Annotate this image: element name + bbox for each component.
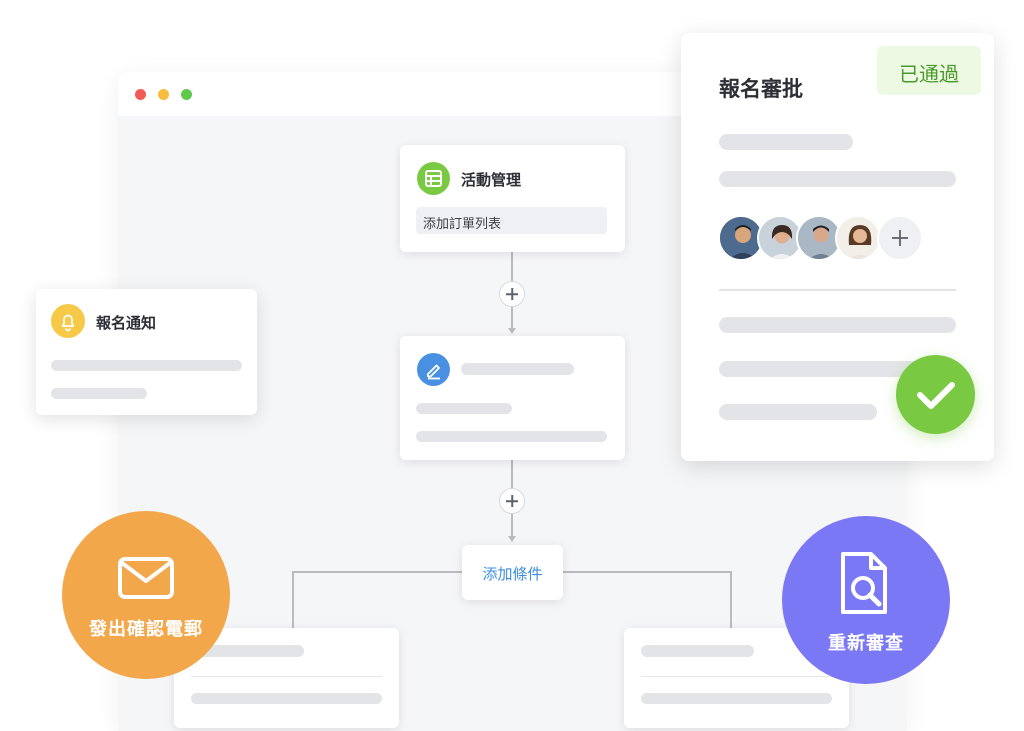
- divider: [191, 676, 382, 677]
- placeholder-line: [191, 645, 304, 657]
- envelope-icon: [117, 556, 175, 605]
- re-review-button[interactable]: 重新審查: [782, 516, 950, 684]
- window-maximize-dot[interactable]: [181, 89, 192, 100]
- connector-line: [511, 307, 513, 329]
- placeholder-line: [51, 360, 242, 371]
- branch-node-right[interactable]: [624, 628, 849, 728]
- window-close-dot[interactable]: [135, 89, 146, 100]
- node-subtitle: 添加訂單列表: [423, 217, 502, 232]
- connector-line: [511, 252, 513, 282]
- send-email-label: 發出確認電郵: [89, 618, 203, 640]
- workflow-node-edit[interactable]: [400, 336, 625, 460]
- bell-icon: [51, 304, 85, 338]
- approval-title: 報名審批: [719, 77, 803, 101]
- status-badge-label: 已通過: [899, 62, 959, 86]
- placeholder-line: [641, 693, 832, 704]
- placeholder-line: [641, 645, 754, 657]
- add-step-button[interactable]: [499, 488, 525, 514]
- placeholder-line: [416, 403, 512, 414]
- add-condition-label: 添加條件: [482, 565, 543, 583]
- connector-line: [511, 460, 513, 489]
- approved-check-icon: [896, 355, 975, 434]
- connector-arrow: [508, 536, 516, 542]
- avatar[interactable]: [718, 215, 764, 261]
- divider: [641, 676, 832, 677]
- table-icon: [417, 162, 450, 195]
- placeholder-line: [461, 363, 574, 375]
- add-condition-button[interactable]: 添加條件: [462, 545, 563, 600]
- add-member-button[interactable]: [877, 215, 923, 261]
- avatar[interactable]: [757, 215, 803, 261]
- placeholder-line: [719, 361, 956, 377]
- placeholder-line: [191, 693, 382, 704]
- avatar[interactable]: [835, 215, 881, 261]
- branch-line-right: [730, 571, 732, 629]
- placeholder-line: [51, 388, 147, 399]
- notification-card[interactable]: 報名通知: [36, 289, 257, 415]
- placeholder-line: [719, 171, 956, 187]
- divider: [719, 289, 956, 291]
- placeholder-line: [719, 317, 956, 333]
- pencil-icon: [417, 353, 450, 386]
- placeholder-line: [416, 431, 607, 442]
- branch-line-left: [292, 571, 462, 573]
- branch-line-right: [563, 571, 731, 573]
- branch-line-left: [292, 571, 294, 629]
- connector-arrow: [508, 328, 516, 334]
- window-minimize-dot[interactable]: [158, 89, 169, 100]
- node-subtitle-box: 添加訂單列表: [416, 207, 607, 234]
- document-search-icon: [837, 550, 895, 621]
- status-badge: 已通過: [877, 46, 981, 95]
- avatar[interactable]: [796, 215, 842, 261]
- send-confirmation-email-button[interactable]: 發出確認電郵: [62, 511, 230, 679]
- placeholder-line: [719, 404, 877, 420]
- re-review-label: 重新審查: [828, 632, 904, 654]
- add-step-button[interactable]: [499, 281, 525, 307]
- placeholder-line: [719, 134, 853, 150]
- connector-line: [511, 514, 513, 537]
- notification-title: 報名通知: [96, 314, 157, 332]
- workflow-node-activity[interactable]: 活動管理 添加訂單列表: [400, 145, 625, 252]
- node-title: 活動管理: [461, 171, 522, 189]
